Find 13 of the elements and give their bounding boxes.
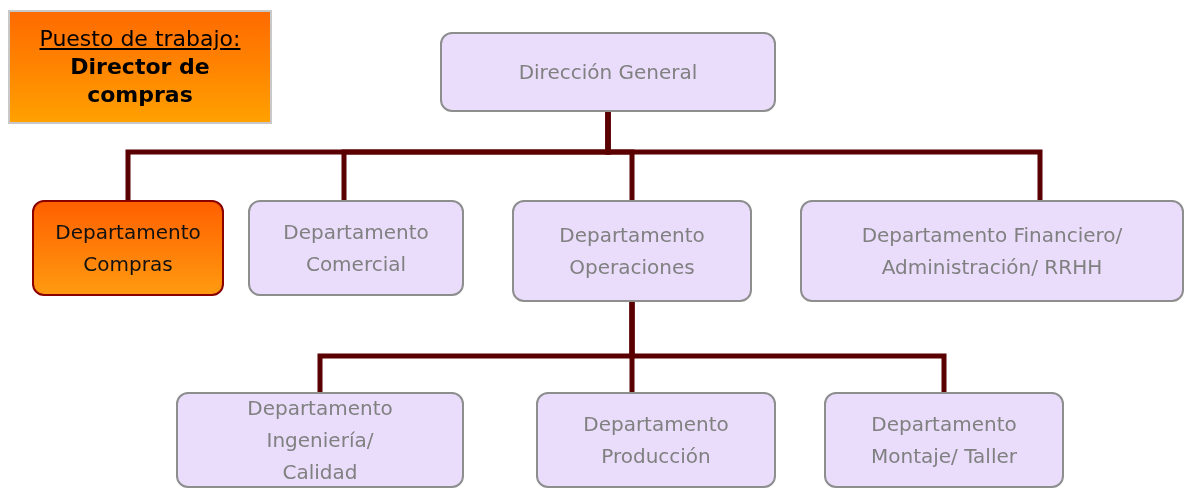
department-box: Departamento Ingeniería/ Calidad [176,392,464,488]
department-box: Departamento Financiero/ Administración/ RRHH [800,200,1184,302]
department-box: Dirección General [440,32,776,112]
department-box: Departamento Producción [536,392,776,488]
department-box: Departamento Operaciones [512,200,752,302]
job-title-box [8,10,272,124]
connector-line [605,112,1043,200]
department-box: Departamento Montaje/ Taller [824,392,1064,488]
job-title-text: Director de compras [69,53,211,109]
highlighted-department-box: Departamento Compras [32,200,224,296]
department-box: Departamento Comercial [248,200,464,296]
heading-text: Puesto de trabajo: [39,25,241,53]
connector-line [629,302,947,392]
